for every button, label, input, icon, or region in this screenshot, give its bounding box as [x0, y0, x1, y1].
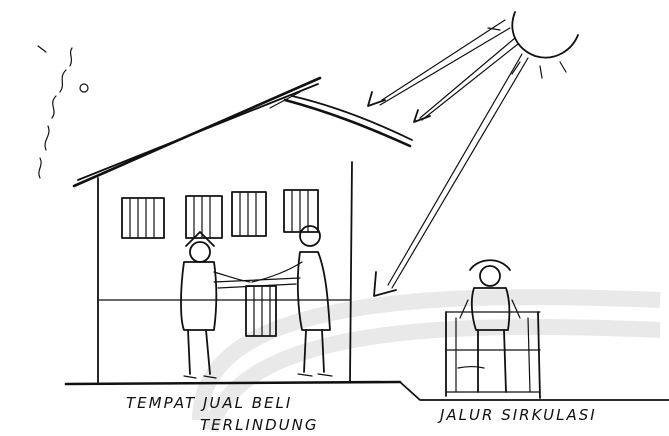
window-2: [186, 196, 222, 238]
label-circulation: JALUR SIRKULASI: [437, 406, 597, 424]
window-3: [232, 192, 266, 236]
window-grilles: [122, 190, 318, 336]
window-1: [122, 198, 164, 238]
roof: [74, 78, 412, 186]
wind-scribble-icon: [38, 46, 88, 178]
label-shop-line1: TEMPAT JUAL BELI: [126, 394, 292, 412]
sun-rays: [368, 20, 528, 296]
counter-table: [214, 278, 300, 288]
label-shop-line2: TERLINDUNG: [200, 416, 318, 434]
